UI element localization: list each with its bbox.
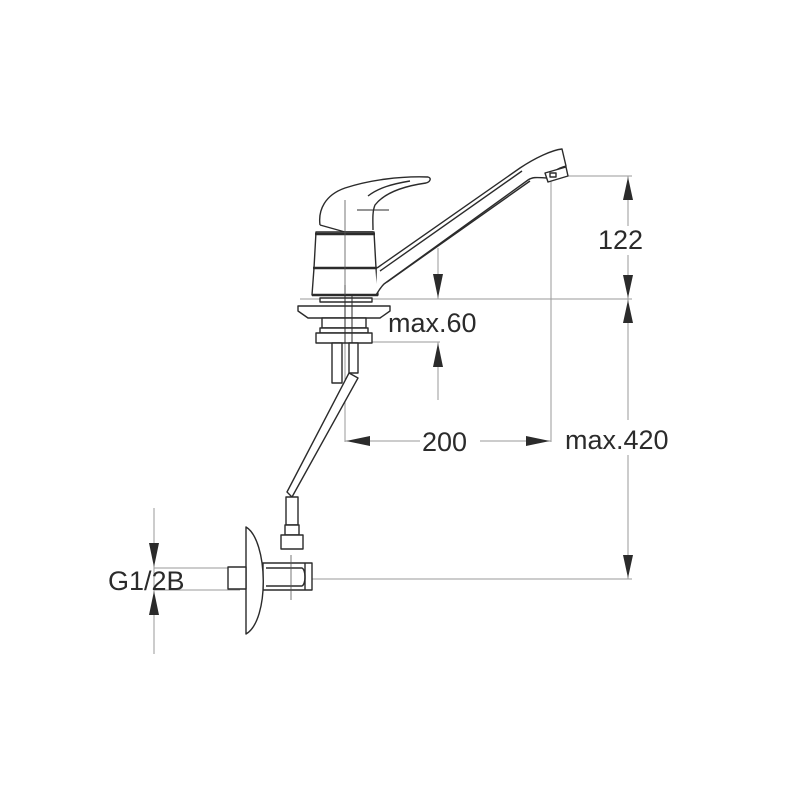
- dim-spout-reach-label: 200: [422, 427, 467, 457]
- faucet-body: [227, 148, 569, 635]
- dim-spout-height-label: 122: [598, 225, 643, 255]
- centre-lines: [290, 200, 346, 600]
- dimension-lines: [153, 175, 632, 654]
- dim-deck-thickness-label: max.60: [388, 308, 477, 338]
- dim-total-height-label: max.420: [565, 425, 669, 455]
- dimension-arrows: [149, 177, 633, 615]
- dim-connection-thread-label: G1/2B: [108, 566, 185, 596]
